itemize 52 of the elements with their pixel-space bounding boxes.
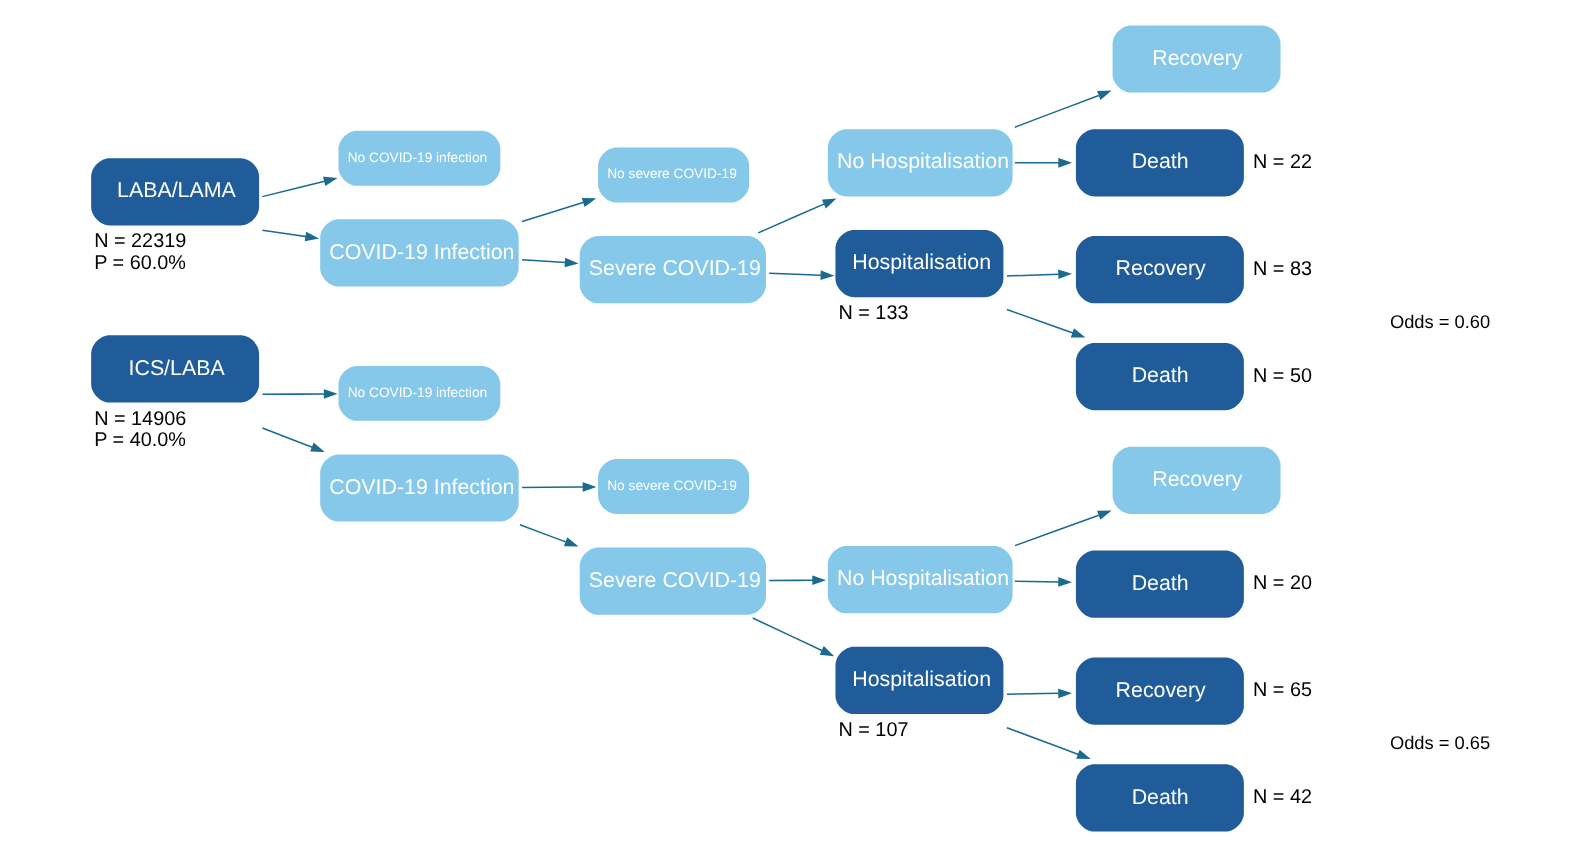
node-box: Death (1074, 129, 1243, 197)
arrow (260, 427, 324, 453)
arrow (1005, 727, 1090, 760)
node-label: P = 60.0% (93, 252, 185, 275)
node-label: N = 14906 (93, 408, 186, 431)
arrow (1005, 308, 1085, 338)
node-box: No Hospitalisation (826, 129, 1012, 197)
arrow (767, 575, 826, 586)
node-box: Death (1074, 764, 1243, 832)
arrow (1005, 269, 1072, 280)
node-box: Hospitalisation (834, 230, 1003, 298)
arrow (751, 617, 834, 657)
arrow (260, 176, 337, 198)
node-label: P = 40.0% (93, 429, 185, 452)
node-label: N = 22319 (93, 231, 186, 254)
node-box: Death (1074, 550, 1243, 618)
node-box: COVID-19 Infection (319, 454, 518, 522)
arrow (1005, 688, 1072, 699)
arrow (756, 198, 836, 234)
arrow (518, 524, 578, 547)
label: Odds = 0.60 (1388, 311, 1490, 332)
node-label: N = 22 (1252, 152, 1311, 175)
node-label: N = 107 (837, 719, 908, 742)
node-label: N = 83 (1252, 258, 1311, 281)
node-box: Recovery (1074, 657, 1243, 725)
arrow (1013, 158, 1072, 168)
node-box: Recovery (1111, 446, 1280, 514)
node-box: Severe COVID-19 (578, 236, 765, 304)
label: Odds = 0.65 (1388, 733, 1490, 754)
node-label: N = 133 (837, 303, 908, 326)
arrow (520, 257, 578, 268)
node-label: N = 50 (1252, 365, 1311, 388)
arrow (767, 270, 834, 280)
arrow (520, 197, 596, 223)
node-box: COVID-19 Infection (319, 219, 518, 287)
node-box: Severe COVID-19 (578, 547, 765, 615)
arrow (260, 389, 337, 399)
node-box: ICS/LABA (90, 335, 259, 403)
node-box: Recovery (1074, 236, 1243, 304)
node-label: N = 20 (1252, 573, 1311, 596)
arrow (1013, 577, 1072, 587)
node-box: No Hospitalisation (826, 546, 1012, 614)
node-label: N = 65 (1252, 680, 1311, 703)
node-box: Death (1074, 342, 1243, 411)
arrow (260, 229, 319, 242)
node-label: N = 42 (1252, 787, 1311, 810)
arrow (1013, 510, 1111, 547)
arrow (1013, 90, 1111, 128)
node-box: Recovery (1111, 25, 1280, 93)
arrow (520, 482, 596, 492)
node-box: LABA/LAMA (90, 158, 259, 226)
node-box: Hospitalisation (834, 646, 1003, 714)
